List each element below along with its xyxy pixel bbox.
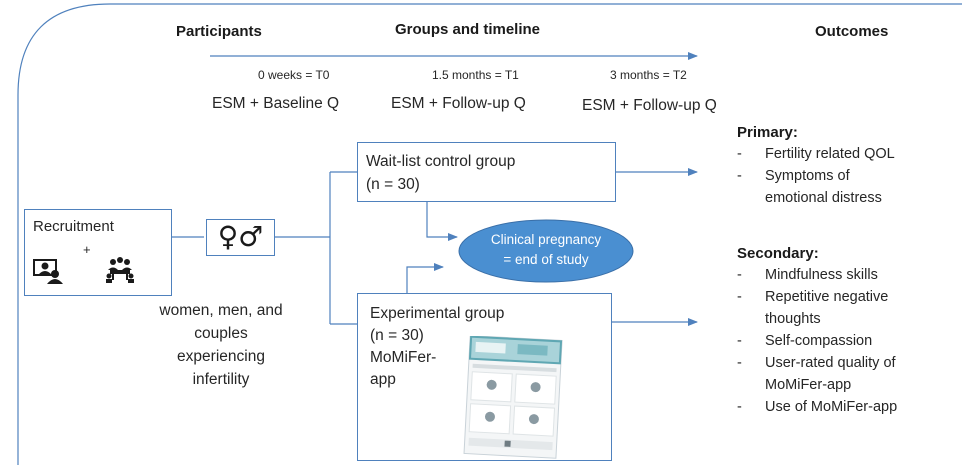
bullet-dash: - [737, 355, 742, 371]
end-of-study-text: Clinical pregnancy = end of study [458, 230, 634, 270]
end-of-study-line: = end of study [503, 252, 589, 267]
participants-header: Participants [176, 23, 262, 40]
control-group-box: Wait-list control group (n = 30) [357, 142, 616, 202]
gender-symbol-box: ♀♂ [206, 219, 275, 256]
primary-outcomes: Primary: -Fertility related QOL -Symptom… [737, 124, 967, 209]
control-group-title: Wait-list control group [366, 153, 516, 170]
groups-timeline-header: Groups and timeline [395, 21, 541, 38]
momifer-app-screenshot [463, 336, 563, 459]
experimental-group-text: Experimental group (n = 30) MoMiFer- app [370, 303, 504, 391]
bullet-dash: - [737, 267, 742, 283]
secondary-outcomes: Secondary: -Mindfulness skills -Repetiti… [737, 245, 967, 418]
bullet-dash: - [737, 146, 742, 162]
participants-description-line: couples [194, 325, 248, 342]
outer-frame [17, 3, 962, 465]
recruitment-plus: + [83, 242, 91, 257]
in-person-meeting-icon [106, 257, 134, 283]
primary-outcome-item: -Fertility related QOL [737, 143, 967, 165]
experimental-group-app-line: app [370, 371, 396, 388]
recruitment-box: Recruitment + [24, 209, 172, 296]
primary-outcomes-title: Primary: [737, 124, 798, 141]
participants-description: women, men, and couples experiencing inf… [146, 299, 296, 391]
timepoint-t1-label: 1.5 months = T1 [432, 68, 519, 82]
participants-description-line: experiencing [177, 348, 265, 365]
timepoint-t2-label: 3 months = T2 [610, 68, 687, 82]
control-to-pregnancy-arrow [426, 202, 458, 241]
timepoint-t0-label: 0 weeks = T0 [258, 68, 330, 82]
female-male-symbol: ♀♂ [217, 220, 264, 253]
experimental-group-app-line: MoMiFer- [370, 349, 437, 366]
bullet-dash: - [737, 333, 742, 349]
bullet-dash: - [737, 289, 742, 305]
control-group-n: (n = 30) [366, 176, 420, 193]
experimental-group-title: Experimental group [370, 305, 505, 322]
assessment-t2: ESM + Follow-up Q [582, 97, 717, 114]
secondary-outcome-item: -Mindfulness skills [737, 264, 967, 286]
secondary-outcomes-title: Secondary: [737, 245, 819, 262]
bullet-dash: - [737, 168, 742, 184]
end-of-study-line: Clinical pregnancy [490, 232, 602, 247]
assessment-t0: ESM + Baseline Q [212, 95, 340, 112]
experimental-to-pregnancy-arrow [406, 263, 444, 293]
recruitment-label: Recruitment [33, 218, 114, 235]
experimental-group-box: Experimental group (n = 30) MoMiFer- app [357, 293, 612, 461]
participants-description-line: infertility [192, 371, 250, 388]
experimental-group-n: (n = 30) [370, 327, 424, 344]
secondary-outcome-item: -Use of MoMiFer-app [737, 396, 967, 418]
online-recruitment-icon [33, 259, 63, 284]
assessment-t1: ESM + Follow-up Q [391, 95, 526, 112]
secondary-outcome-item: -Self-compassion [737, 330, 967, 352]
participants-description-line: women, men, and [159, 302, 283, 319]
bullet-dash: - [737, 399, 742, 415]
end-of-study-ellipse [458, 219, 634, 283]
outcomes-header: Outcomes [815, 23, 889, 40]
